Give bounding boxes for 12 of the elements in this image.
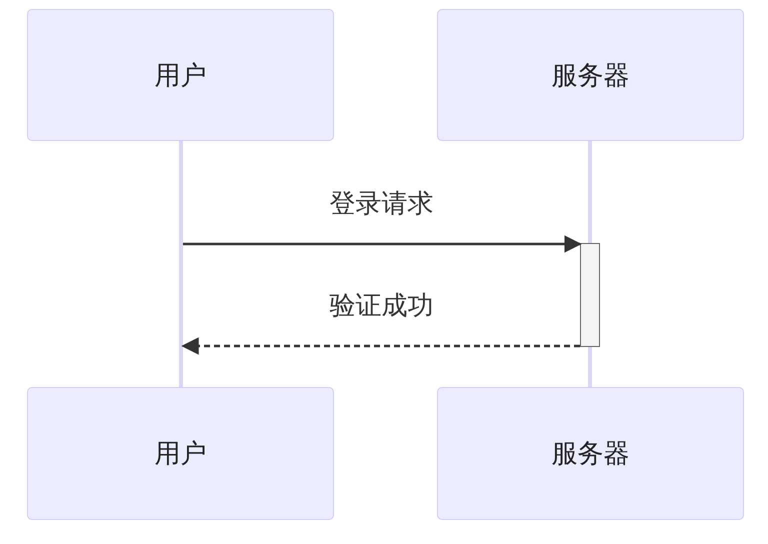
participant-box — [27, 9, 334, 141]
participant-name: 服务器 — [552, 60, 630, 92]
message-arrow — [181, 337, 580, 355]
participant-box — [27, 387, 334, 520]
participant-name: 用户 — [154, 60, 206, 92]
participant-name: 服务器 — [552, 438, 630, 471]
participant-name: 用户 — [154, 438, 206, 471]
participant-box — [437, 387, 744, 520]
message-arrow — [183, 235, 582, 253]
participant-box — [437, 9, 744, 141]
activation-bar — [580, 243, 600, 347]
lifeline — [179, 141, 183, 387]
